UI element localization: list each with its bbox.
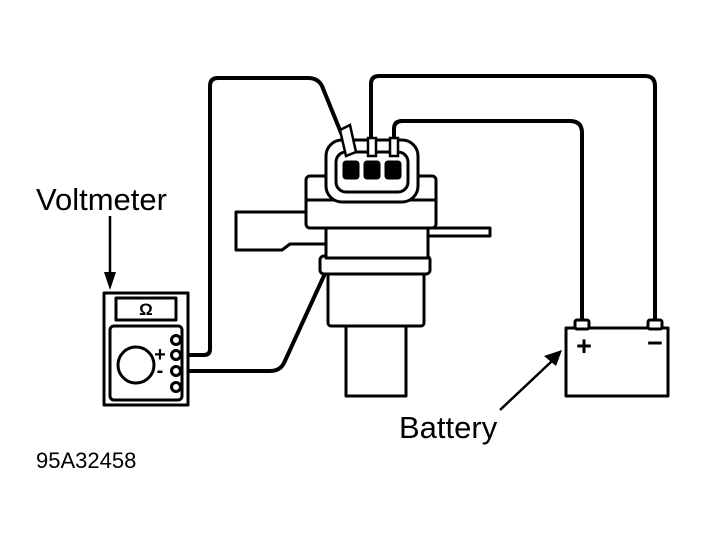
- wires: [181, 74, 657, 373]
- voltmeter-jack-1: [170, 334, 182, 346]
- battery: [564, 318, 670, 398]
- battery-arrow-head: [544, 350, 562, 366]
- voltmeter-jack-4: [170, 381, 182, 393]
- battery-negative-label: −: [647, 328, 663, 358]
- connector-pin-1: [342, 160, 360, 180]
- wire-battery-negative: [369, 74, 657, 324]
- wire-voltmeter-positive: [181, 76, 350, 357]
- voltmeter-plus-sign: +: [154, 344, 166, 366]
- battery-case: [564, 326, 670, 398]
- battery-callout-line: [499, 360, 553, 411]
- voltmeter-minus-sign: -: [157, 360, 164, 382]
- voltmeter-jack-negative: [170, 365, 182, 377]
- wire-voltmeter-negative: [181, 171, 373, 373]
- battery-post-positive: [573, 318, 591, 331]
- sensor-stem: [344, 322, 408, 398]
- battery-positive-label: +: [576, 331, 592, 361]
- probe-tip-center: [366, 136, 378, 158]
- probe-tip-left: [338, 123, 358, 158]
- callouts: [104, 216, 562, 411]
- wire-battery-positive: [392, 119, 584, 324]
- sensor-body: [326, 268, 426, 328]
- sensor: [234, 138, 492, 398]
- voltmeter-jack-positive: [170, 349, 182, 361]
- figure-id-label: 95A32458: [36, 448, 136, 473]
- battery-post-negative: [646, 318, 664, 331]
- connector-pin-3: [384, 160, 402, 180]
- probe-tips: [338, 123, 400, 158]
- voltmeter-dial: [116, 345, 156, 385]
- connector-pin-2: [363, 160, 381, 180]
- voltmeter: [102, 291, 190, 407]
- battery-label: Battery: [399, 410, 498, 445]
- probe-tip-right: [388, 136, 400, 158]
- sensor-neck: [324, 224, 430, 260]
- voltmeter-label: Voltmeter: [36, 182, 167, 217]
- voltmeter-display: [114, 296, 178, 322]
- voltmeter-ohm-symbol: Ω: [139, 300, 153, 319]
- voltmeter-arrow-head: [104, 272, 116, 290]
